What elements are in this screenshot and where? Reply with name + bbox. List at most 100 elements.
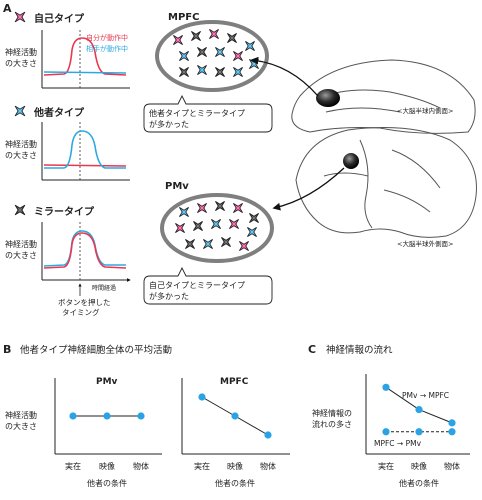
- neuron-icon: [203, 239, 213, 249]
- neuron-icon-highlight: [177, 225, 183, 231]
- mirror-type-plot: 神経活動 の大きさ 時間経過 ボタンを押した タイミング: [5, 222, 131, 317]
- mpfc-callout-line2: が多かった: [149, 119, 189, 129]
- mpfc-tick-1: 実在: [194, 461, 210, 471]
- other-red-trace: [43, 164, 127, 167]
- star-icon-blue: [14, 105, 26, 117]
- neuron-icon-highlight: [193, 33, 199, 39]
- mirror-ylabel-1: 神経活動: [5, 239, 37, 249]
- neuron-icon: [227, 33, 237, 43]
- self-red-trace: [43, 37, 127, 76]
- pmv-tick-2: 映像: [99, 461, 115, 471]
- button-label-2: タイミング: [62, 307, 100, 317]
- neuron-icon-highlight: [199, 67, 205, 73]
- mirror-red-trace: [43, 232, 127, 269]
- pmv-title: PMv: [165, 181, 189, 192]
- other-type-title: 他者タイプ: [33, 106, 85, 119]
- neuron-icon-highlight: [181, 209, 187, 215]
- neuron-icon: [197, 65, 207, 75]
- self-type-plot: 神経活動 の大きさ 自分が動作中 相手が動作中: [5, 30, 130, 89]
- pmv-chart: PMv 実在 映像 物体 他者の条件: [54, 377, 162, 488]
- mpfc-series-point: [198, 393, 206, 401]
- mpfc-location-blob: [316, 89, 340, 107]
- flow-xlabel: 他者の条件: [399, 478, 439, 488]
- panel-b-title: 他者タイプ神経細胞全体の平均活動: [20, 344, 172, 356]
- button-label-1: ボタンを押した: [58, 297, 111, 307]
- mirror-type-header: ミラータイプ: [14, 204, 95, 218]
- star-icon-highlight: [17, 207, 23, 213]
- neuron-icon-highlight: [187, 241, 193, 247]
- neuron-icon-highlight: [235, 205, 241, 211]
- mpfc-arrow: [250, 56, 319, 97]
- neuron-icon: [221, 237, 231, 247]
- neuron-icon: [247, 227, 257, 237]
- self-blue-trace: [43, 71, 127, 74]
- neuron-icon: [179, 51, 189, 61]
- mpfc-to-pmv-series-point: [448, 428, 456, 436]
- neuron-icon: [191, 31, 201, 41]
- neuron-icon-highlight: [195, 223, 201, 229]
- neuron-icon: [233, 51, 243, 61]
- pmv-series-point: [69, 412, 77, 420]
- other-blue-trace: [44, 130, 126, 169]
- star-icon: [14, 105, 26, 117]
- pmv-tick-3: 物体: [133, 461, 149, 471]
- mpfc-chart-title: MPFC: [220, 377, 249, 387]
- mpfc-neuron-icons: [173, 29, 259, 77]
- neuron-icon: [211, 219, 221, 229]
- neuron-icon-highlight: [175, 37, 181, 43]
- neuron-icon-highlight: [199, 205, 205, 211]
- mpfc-to-pmv-series-point: [382, 428, 390, 436]
- pmv-series-point: [137, 412, 145, 420]
- pmv-callout-line2: が多かった: [149, 291, 189, 301]
- neuron-icon: [239, 241, 249, 251]
- neuron-icon-highlight: [231, 221, 237, 227]
- neuron-icon-highlight: [229, 35, 235, 41]
- pmv-to-mpfc-series-point: [448, 419, 456, 427]
- star-icon-highlight: [17, 14, 23, 20]
- star-icon-highlight: [17, 108, 23, 114]
- other-type-plot: 神経活動 の大きさ: [5, 122, 130, 181]
- neuron-icon-highlight: [247, 43, 253, 49]
- neuron-icon-highlight: [235, 69, 241, 75]
- mpfc-tick-3: 物体: [260, 461, 276, 471]
- flow-tick-1: 実在: [378, 461, 394, 471]
- neuron-icon: [229, 219, 239, 229]
- panel-a-label: A: [3, 2, 12, 15]
- pmv-neuron-icons: [175, 201, 259, 251]
- panel-c-ylabel-1: 神経情報の: [312, 408, 352, 418]
- pmv-chart-title: PMv: [96, 377, 118, 387]
- neuron-icon: [179, 207, 189, 217]
- mpfc-callout: [143, 94, 273, 133]
- star-icon: [14, 204, 26, 216]
- neuron-icon: [245, 41, 255, 51]
- brain-lateral-illustration: [295, 127, 477, 238]
- pmv-xlabel: 他者の条件: [87, 478, 127, 488]
- neuron-icon: [173, 35, 183, 45]
- neuron-icon-highlight: [205, 241, 211, 247]
- star-icon-pink: [14, 11, 26, 23]
- neuron-icon: [233, 203, 243, 213]
- pmv-to-mpfc-series-point: [415, 405, 423, 414]
- pmv-arrow: [272, 167, 345, 211]
- time-label: 時間経過: [92, 284, 116, 292]
- panel-c-label: C: [308, 343, 316, 356]
- neuron-icon-highlight: [217, 69, 223, 75]
- mirror-blue-trace: [43, 230, 126, 267]
- self-type-title: 自己タイプ: [34, 12, 85, 25]
- mpfc-xlabel: 他者の条件: [215, 478, 255, 488]
- legend-other: 相手が動作中: [86, 44, 128, 53]
- pmv-location-blob: [343, 153, 359, 169]
- neuron-icon-highlight: [235, 53, 241, 59]
- panel-b-ylabel-2: の大きさ: [5, 421, 37, 431]
- neuron-icon: [249, 213, 259, 223]
- panel-c-ylabel-2: 流れの多さ: [312, 419, 352, 429]
- neuron-icon: [193, 221, 203, 231]
- neuron-icon-highlight: [251, 215, 257, 221]
- panel-c-title: 神経情報の流れ: [326, 344, 393, 356]
- neuron-icon: [215, 201, 225, 211]
- neuron-icon: [215, 67, 225, 77]
- self-ylabel-1: 神経活動: [5, 47, 37, 57]
- other-ylabel-1: 神経活動: [5, 139, 37, 149]
- panel-b-label: B: [3, 343, 11, 356]
